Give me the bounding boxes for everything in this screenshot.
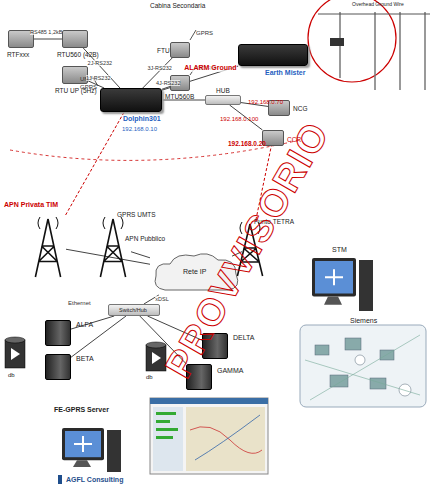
device-node: RTU560 (42B)	[62, 30, 88, 48]
device-node: Earth Mister	[238, 44, 308, 66]
map-panel	[186, 407, 265, 471]
node-label: FE-GPRS Server	[54, 406, 109, 414]
node-label: APN Privata TIM	[4, 201, 58, 209]
node-label: Dolphin301	[123, 115, 161, 123]
node-label: BETA	[76, 355, 94, 363]
free-label: 192.168.0.10	[122, 126, 157, 133]
logo-mark	[58, 475, 62, 484]
edge-label: RS485 1,2kB	[30, 29, 62, 35]
node-label: Earth Mister	[265, 69, 305, 77]
node-label: RTU560 (42B)	[57, 51, 99, 58]
node-label: APN Pubblico	[125, 235, 165, 242]
edge-label: ALARM Ground	[184, 64, 237, 72]
device-node: HUB	[205, 95, 241, 105]
free-label: 192.168.0.20	[228, 140, 266, 147]
free-label: Overhead Ground Wire	[352, 2, 404, 8]
device-node: APN Privata TIM	[30, 215, 66, 277]
play-icon	[11, 348, 20, 360]
monitor-screen	[65, 431, 101, 457]
green-bars	[156, 412, 178, 439]
edge-label: 4J-RS232	[156, 80, 180, 86]
tower-shape	[95, 215, 131, 277]
device-node: STM	[310, 258, 374, 313]
node-label: Switch/Hub	[119, 307, 147, 313]
node-label: STM	[332, 246, 347, 254]
map-road	[195, 415, 260, 460]
device-node: FE-GPRS Server	[60, 428, 122, 474]
device-node: BETA	[45, 354, 71, 380]
free-label: Cabina Secondaria	[150, 2, 205, 9]
connector	[71, 316, 126, 357]
node-label: ALFA	[76, 321, 93, 329]
monitor-stand	[73, 460, 91, 467]
radio-waves	[38, 217, 58, 229]
node-label: Rete IP	[183, 268, 206, 276]
monitor-frame	[62, 428, 104, 460]
pylon-poles	[340, 12, 425, 90]
free-label: Siemens	[350, 317, 377, 325]
monitor-stand	[324, 297, 342, 305]
connector	[34, 39, 62, 40]
free-label: GPRS	[80, 84, 97, 91]
node-label: DELTA	[233, 334, 255, 342]
software-screenshot	[150, 398, 268, 474]
free-label: 192.168.0.100	[220, 116, 258, 123]
inset-circle	[308, 0, 396, 82]
device-node: ALFA	[45, 320, 71, 346]
connector	[71, 316, 114, 329]
monitor-shape	[310, 258, 374, 313]
ground-wire	[318, 14, 430, 15]
window-titlebar	[150, 398, 268, 404]
monitor-frame	[312, 258, 356, 297]
device-node: GPRS UMTSAPN Pubblico	[95, 215, 131, 277]
free-label: 192.168.0.70	[248, 99, 283, 106]
node-label: MTU560B	[165, 93, 194, 100]
tower-shape	[30, 215, 66, 277]
sensor-symbol	[330, 38, 344, 46]
connector	[131, 252, 150, 258]
plant-buildings	[315, 338, 411, 396]
node-label: GPRS UMTS	[117, 211, 156, 218]
window-sidebar	[153, 407, 183, 471]
monitor-screen	[315, 261, 353, 294]
edge-label: xDSL	[155, 296, 168, 302]
node-label: NCG	[293, 105, 307, 112]
free-label: db	[8, 372, 15, 379]
cabin-boundary	[10, 140, 300, 160]
database-symbol	[5, 337, 166, 371]
plant-illustration	[300, 325, 426, 407]
edge-label: 1J-RS232	[86, 75, 110, 81]
radio-waves	[103, 217, 123, 229]
network-icon	[325, 269, 343, 285]
edge-label: 2J-RS232	[88, 60, 112, 66]
node-label: GAMMA	[217, 367, 243, 375]
device-node: Dolphin301	[100, 88, 162, 112]
edge-label: 3J-RS232	[147, 65, 171, 71]
pc-tower	[107, 430, 121, 472]
free-label: AGFL Consulting	[66, 476, 123, 484]
device-node: Switch/Hub	[108, 304, 160, 316]
free-label: Ethernet	[68, 300, 91, 307]
connector	[66, 112, 125, 215]
node-label: HUB	[216, 87, 230, 94]
free-label: GPRS	[196, 30, 213, 37]
monitor-shape	[60, 428, 122, 474]
pc-tower	[359, 260, 373, 311]
device-node: FTU	[170, 42, 190, 58]
network-icon	[74, 436, 92, 452]
free-label: db	[146, 374, 153, 381]
node-label: FTU	[157, 47, 170, 54]
node-label: RTFxxx	[7, 51, 29, 58]
